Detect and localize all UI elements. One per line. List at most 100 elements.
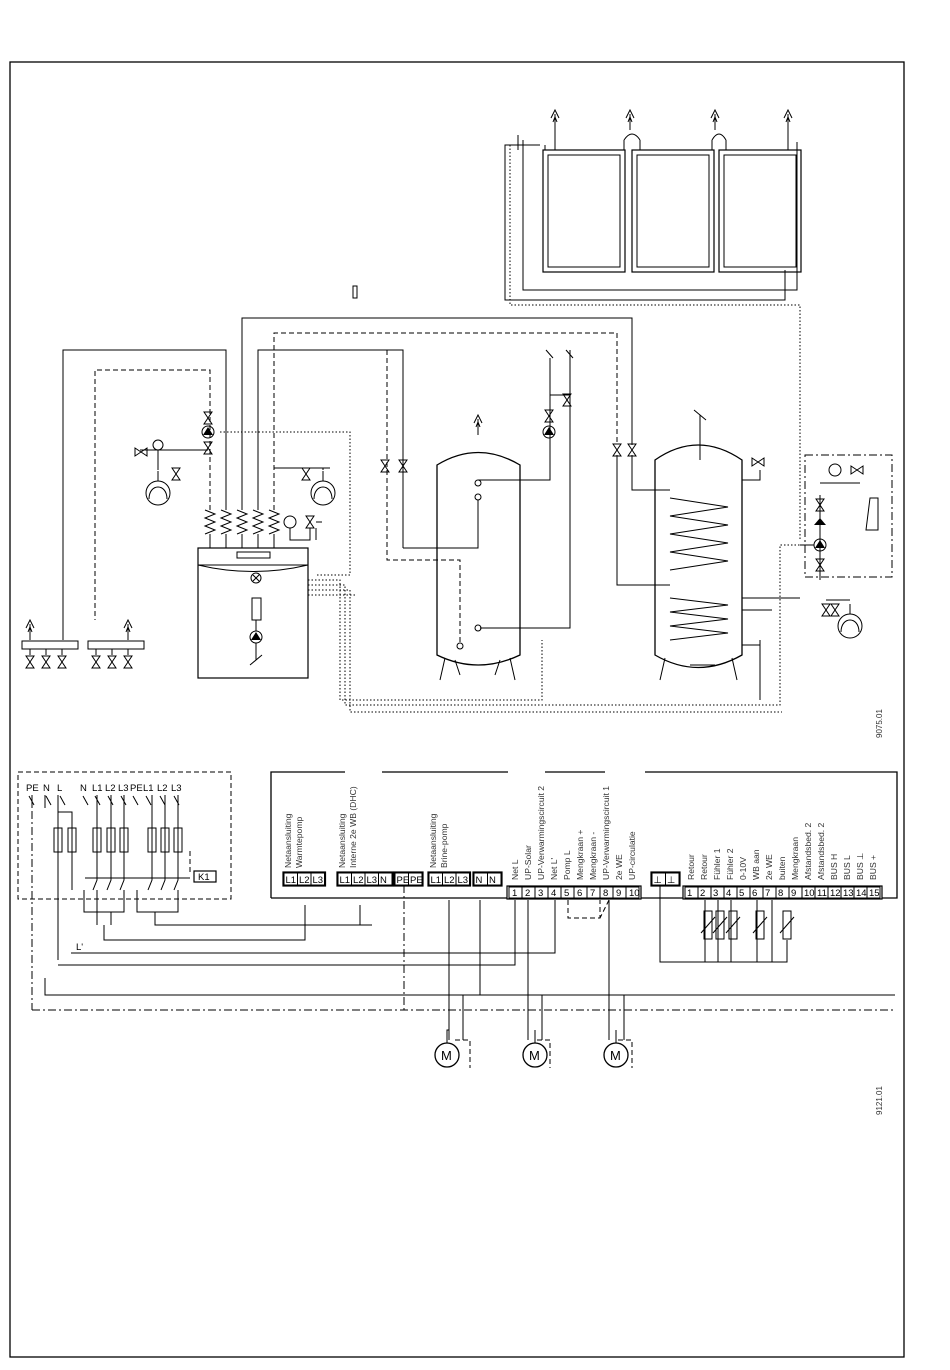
sensor-terminal-label: WB aan bbox=[751, 849, 761, 880]
sensor-terminal-no: 10 bbox=[804, 888, 815, 899]
supply-label: N bbox=[43, 783, 50, 794]
terminal-label: L1 bbox=[286, 875, 297, 886]
sensor-terminal-label: Afstandsbed. 2 bbox=[816, 822, 826, 880]
terminal-group-frame bbox=[282, 871, 327, 887]
terminal-label: N bbox=[476, 875, 483, 886]
control-terminal-no: 2 bbox=[525, 888, 530, 899]
terminal-cell bbox=[487, 872, 502, 886]
terminal-group-title: NetaansluitingInterne 2e WB (DHC) bbox=[337, 786, 358, 868]
supply-tick bbox=[132, 795, 139, 806]
supply-label: L bbox=[57, 783, 62, 794]
terminal-label: L1 bbox=[431, 875, 442, 886]
terminal-label: L3 bbox=[367, 875, 378, 886]
terminal-cell bbox=[408, 872, 423, 886]
sensor-terminal-label: BUS L bbox=[842, 855, 852, 880]
supply-tick bbox=[45, 795, 52, 806]
motors: M M M bbox=[434, 1029, 629, 1068]
supply-label: L3 bbox=[171, 783, 182, 794]
wiring-lines bbox=[31, 795, 895, 1068]
terminal-label: N bbox=[489, 875, 496, 886]
sensor-terminal-label: Fühler 2 bbox=[725, 848, 735, 880]
sensor-terminal-no: 11 bbox=[817, 888, 827, 899]
page-frame bbox=[9, 61, 905, 1358]
supply-label: PE bbox=[130, 783, 143, 794]
supply-label: L2 bbox=[105, 783, 116, 794]
contactor-k1 bbox=[193, 870, 217, 883]
dhw-cylinder bbox=[612, 409, 800, 700]
motor-label: M bbox=[441, 1048, 452, 1063]
contactor-label: K1 bbox=[198, 872, 210, 883]
sensors bbox=[700, 910, 795, 940]
supply-tick bbox=[145, 795, 152, 806]
supply-label: L1 bbox=[143, 783, 154, 794]
sensor-terminal-label: BUS ⊥ bbox=[855, 852, 865, 880]
terminal-label: PE bbox=[410, 875, 423, 886]
terminal-label: L2 bbox=[444, 875, 455, 886]
sensor-terminal-label: buiten bbox=[777, 856, 787, 880]
terminal-label: PE bbox=[397, 875, 410, 886]
terminal-label: ⊥ bbox=[654, 875, 662, 886]
terminal-cell bbox=[665, 872, 680, 886]
terminal-label: ⊥ bbox=[667, 875, 675, 886]
sensor-terminal-no: 13 bbox=[843, 888, 854, 899]
sensor-terminal-label: Retour bbox=[699, 854, 709, 880]
supply-tick bbox=[82, 795, 89, 806]
solar-station bbox=[800, 454, 893, 639]
sensor-terminal-no: 6 bbox=[752, 888, 757, 899]
sensor-terminal-no: 9 bbox=[791, 888, 796, 899]
supply-tick bbox=[59, 795, 66, 806]
sensor-terminal-label: BUS H bbox=[829, 854, 839, 880]
hydraulic-figure-code: 9075.01 bbox=[875, 709, 884, 738]
hydraulic-diagram: 9075.01 bbox=[21, 109, 893, 738]
supply-fuses: K1 bbox=[31, 795, 217, 960]
control-terminal-no: 6 bbox=[577, 888, 582, 899]
motor-label: M bbox=[610, 1048, 621, 1063]
control-terminal-no: 7 bbox=[590, 888, 595, 899]
buffer-tank bbox=[380, 349, 574, 681]
solar-collectors bbox=[504, 109, 802, 540]
control-terminal-label: UP-Verwarmingscircuit 1 bbox=[601, 786, 611, 880]
terminal-label: N bbox=[380, 875, 387, 886]
sensor-terminal-no: 2 bbox=[700, 888, 705, 899]
heat-pump-unit bbox=[62, 317, 800, 713]
sensor-terminal-no: 1 bbox=[687, 888, 692, 899]
supply-tick bbox=[159, 795, 166, 806]
terminal-label: L1 bbox=[340, 875, 351, 886]
terminal-group-title: NetaansluitingBrine-pomp bbox=[428, 813, 449, 868]
terminal-cell bbox=[455, 872, 470, 886]
sensor-terminal-no: 14 bbox=[856, 888, 867, 899]
distributors bbox=[21, 619, 145, 669]
motor-label: M bbox=[529, 1048, 540, 1063]
control-terminal-label: Pomp L bbox=[562, 850, 572, 880]
terminal-cell bbox=[310, 872, 325, 886]
terminal-group-title: NetaansluitingWarmtepomp bbox=[283, 813, 304, 868]
supply-label: PE bbox=[26, 783, 39, 794]
sensor-terminal-cell bbox=[866, 886, 881, 899]
sensor-terminal-no: 8 bbox=[778, 888, 783, 899]
control-terminal-label: UP-circulatie bbox=[627, 831, 637, 880]
control-terminal-label: Mengkraan - bbox=[588, 832, 598, 880]
control-terminal-label: UP-Verwarmingscircuit 2 bbox=[536, 786, 546, 880]
sensor-terminal-label: BUS + bbox=[868, 855, 878, 880]
supply-label: L3 bbox=[118, 783, 129, 794]
control-terminal-no: 3 bbox=[538, 888, 543, 899]
sensor-terminal-label: 2e WE bbox=[764, 854, 774, 880]
wiring-figure-code: 9121.01 bbox=[875, 1086, 884, 1115]
control-terminal-no: 1 bbox=[512, 888, 517, 899]
l-prime-label: L' bbox=[76, 942, 83, 953]
sensor-terminal-label: Mengkraan bbox=[790, 837, 800, 880]
sensor-terminal-no: 4 bbox=[726, 888, 731, 899]
control-terminal-no: 9 bbox=[616, 888, 621, 899]
control-terminal-label: 2e WE bbox=[614, 854, 624, 880]
sensor-terminal-label: Fühler 1 bbox=[712, 848, 722, 880]
supply-label: N bbox=[80, 783, 87, 794]
sensor-terminal-no: 12 bbox=[830, 888, 841, 899]
sensor-terminal-no: 3 bbox=[713, 888, 718, 899]
control-terminal-no: 5 bbox=[564, 888, 569, 899]
sensor-terminal-label: Afstandsbed. 2 bbox=[803, 822, 813, 880]
